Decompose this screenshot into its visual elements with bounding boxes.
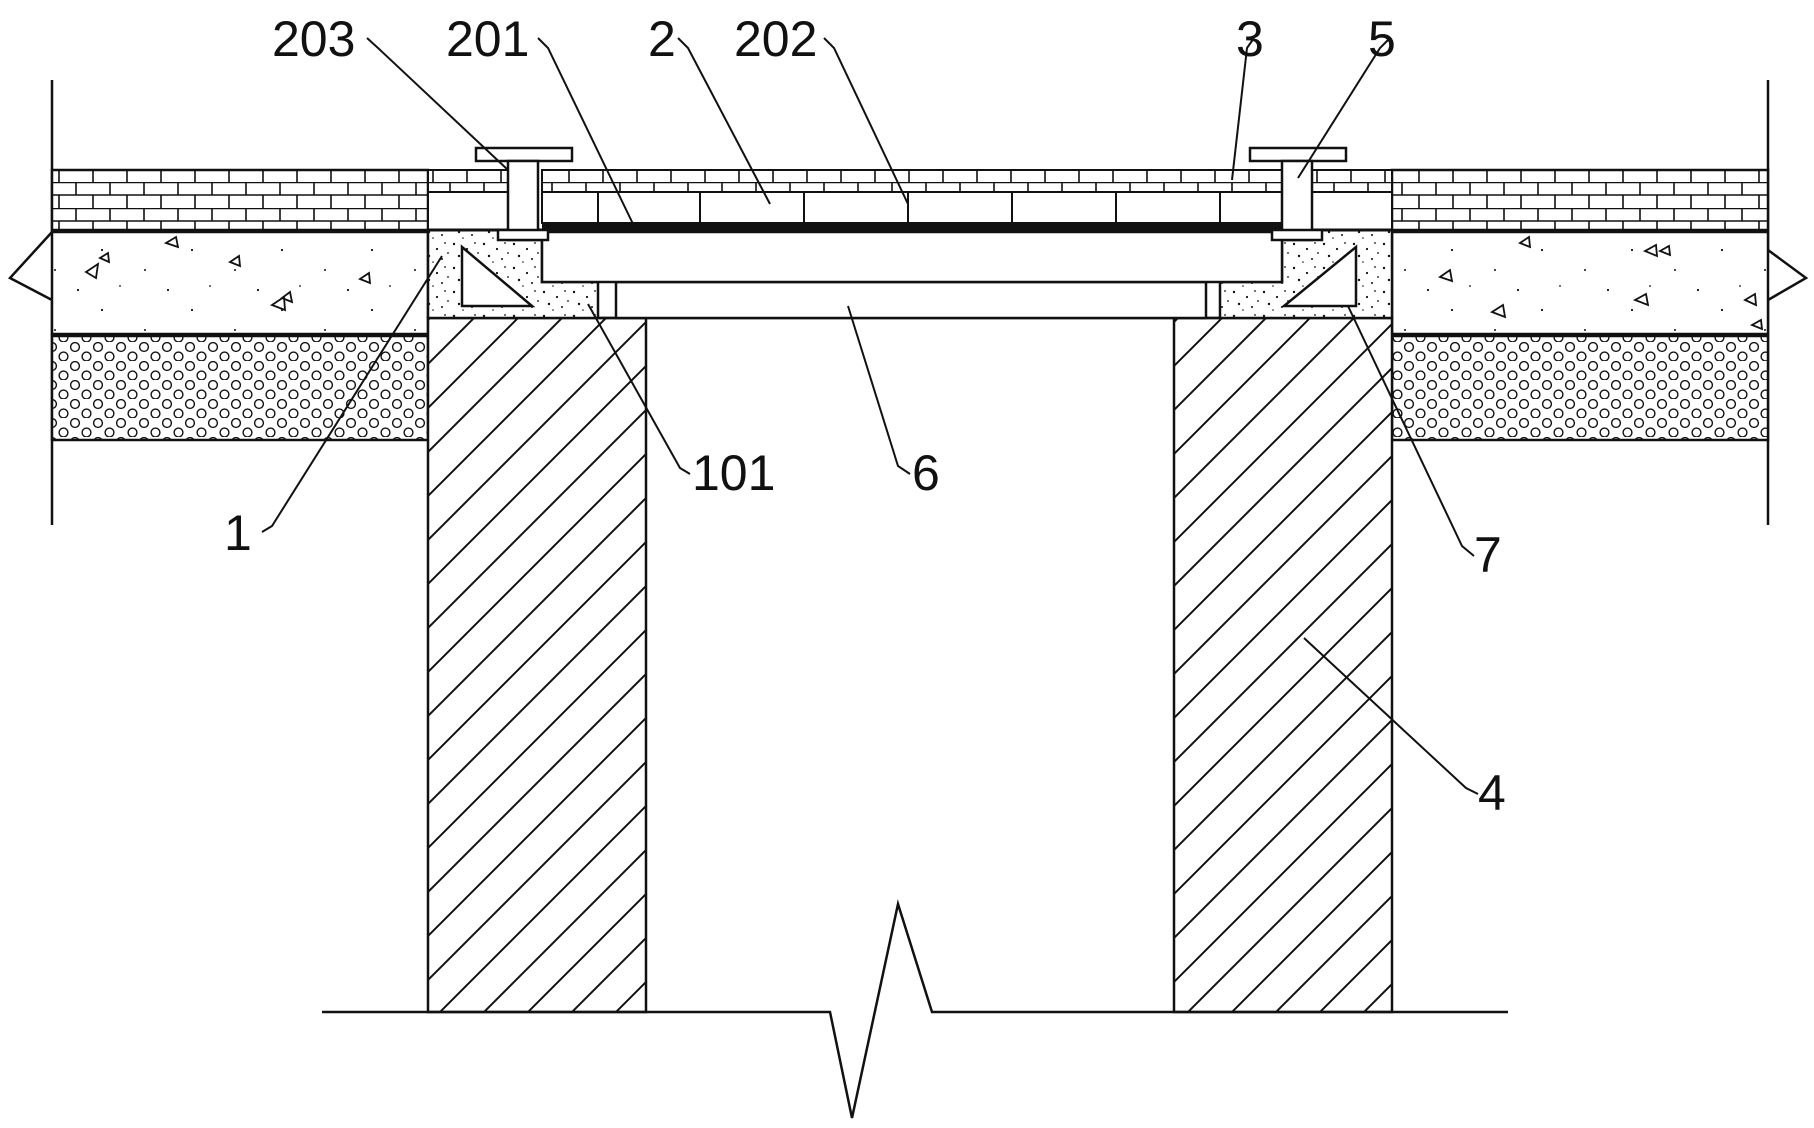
label-201: 201: [446, 11, 529, 67]
label-203: 203: [272, 11, 355, 67]
label-1: 1: [224, 505, 252, 561]
concrete-layer-right: [1392, 232, 1768, 334]
label-7: 7: [1474, 527, 1502, 583]
wall-left: [428, 318, 646, 1012]
label-202: 202: [734, 11, 817, 67]
label-101: 101: [692, 445, 775, 501]
frame-edge-tile-left: [428, 192, 508, 230]
label-5: 5: [1368, 11, 1396, 67]
paving-layer-right: [1392, 170, 1768, 230]
wall-right: [1174, 318, 1392, 1012]
paving-layer-cover: [542, 170, 1282, 192]
ground-boundary-right: [1768, 80, 1806, 525]
paving-layer-cover-right: [1312, 170, 1392, 192]
label-6: 6: [912, 445, 940, 501]
label-4: 4: [1478, 765, 1506, 821]
paving-layer-left: [52, 170, 428, 230]
label-3: 3: [1236, 11, 1264, 67]
support-beam: [616, 282, 1206, 318]
ground-boundary-left: [10, 80, 52, 525]
concrete-layer-left: [52, 232, 428, 334]
cover-frame: [542, 232, 1282, 282]
gravel-layer-left: [52, 336, 428, 440]
cover-tile-row: [542, 192, 1282, 223]
label-2: 2: [648, 11, 676, 67]
frame-edge-tile-right: [1312, 192, 1392, 230]
gravel-layer-right: [1392, 336, 1768, 440]
paving-layer-cover-left: [428, 170, 508, 192]
